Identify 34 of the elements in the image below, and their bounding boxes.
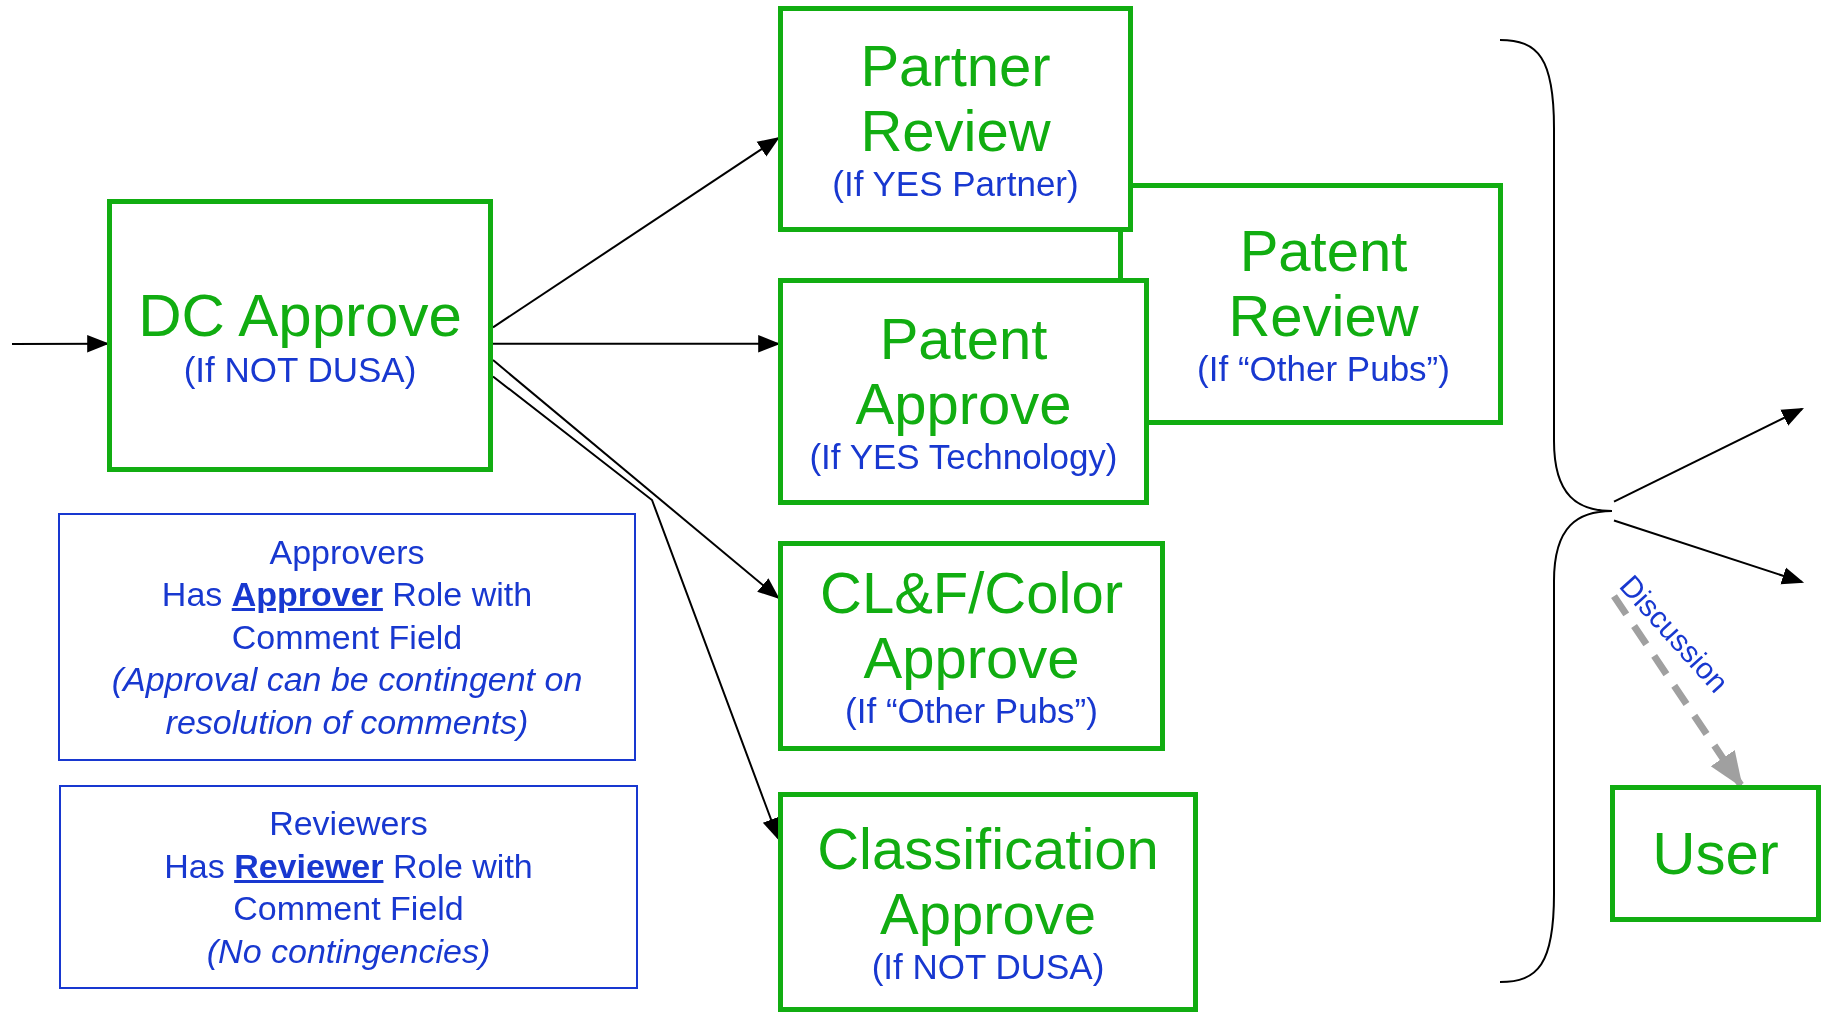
process-box bbox=[107, 199, 493, 472]
process-box bbox=[778, 278, 1149, 505]
node-condition: (If YES Technology) bbox=[809, 436, 1118, 477]
arrow bbox=[492, 375, 780, 841]
node-title: Patent Review bbox=[1227, 219, 1420, 350]
node-condition: (If “Other Pubs”) bbox=[1197, 349, 1450, 389]
node-title: User bbox=[1652, 819, 1779, 888]
note-text: (No contingencies) bbox=[206, 930, 491, 972]
node-condition: (If NOT DUSA) bbox=[871, 947, 1105, 987]
note-heading: Reviewers bbox=[269, 803, 428, 844]
node-title: Patent Approve bbox=[854, 306, 1073, 437]
process-box bbox=[778, 6, 1133, 232]
process-box bbox=[1149, 183, 1503, 425]
node-condition: (If NOT DUSA) bbox=[183, 349, 417, 389]
arrow bbox=[492, 137, 780, 329]
note-text: Has Reviewer Role with Comment Field bbox=[163, 845, 534, 929]
note-heading: Approvers bbox=[269, 531, 425, 573]
node-title: Classification Approve bbox=[816, 817, 1160, 948]
process-box bbox=[1610, 785, 1821, 922]
node-title: Partner Review bbox=[859, 34, 1052, 165]
node-condition: (If “Other Pubs”) bbox=[845, 691, 1098, 731]
process-box bbox=[778, 792, 1198, 1012]
note-box bbox=[59, 785, 638, 989]
note-box bbox=[58, 513, 636, 761]
process-box bbox=[778, 541, 1165, 751]
node-title: DC Approve bbox=[138, 282, 462, 350]
curly-brace bbox=[1498, 38, 1614, 984]
node-title: CL&F/Color Approve bbox=[819, 561, 1124, 692]
arrow bbox=[1613, 408, 1804, 503]
arrow bbox=[1613, 519, 1805, 585]
note-text: (Approval can be contingent on resolution of comments) bbox=[110, 659, 584, 743]
note-text: Has Approver Role with Comment Field bbox=[160, 574, 534, 658]
node-condition: (If YES Partner) bbox=[832, 164, 1079, 204]
arrow bbox=[492, 359, 780, 600]
